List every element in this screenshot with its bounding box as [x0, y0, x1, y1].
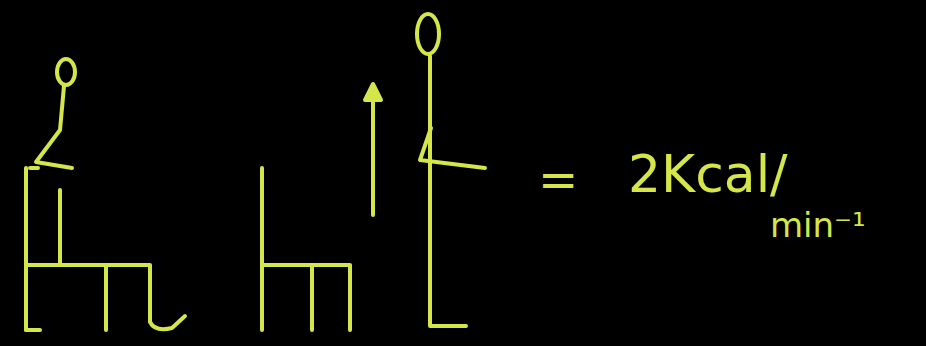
chair-foot [26, 328, 40, 332]
arrow-head [365, 84, 381, 100]
empty-chair-back [260, 168, 264, 330]
standing-arm [420, 128, 485, 168]
seated-torso-base [30, 166, 38, 170]
equals-sign: = [538, 155, 578, 203]
unit-label: min⁻¹ [770, 208, 866, 242]
head [57, 59, 75, 85]
seated-body [36, 86, 72, 168]
chair-leg [104, 265, 108, 330]
chair-seat-legs [26, 265, 185, 329]
head [417, 14, 439, 54]
standing-body [430, 56, 466, 326]
empty-chair-seat [262, 265, 350, 330]
energy-value: 2Kcal/ [628, 148, 788, 200]
empty-chair-leg [310, 265, 314, 330]
up-arrow [371, 90, 375, 215]
chair-back [24, 168, 28, 330]
chair-post [58, 190, 62, 265]
